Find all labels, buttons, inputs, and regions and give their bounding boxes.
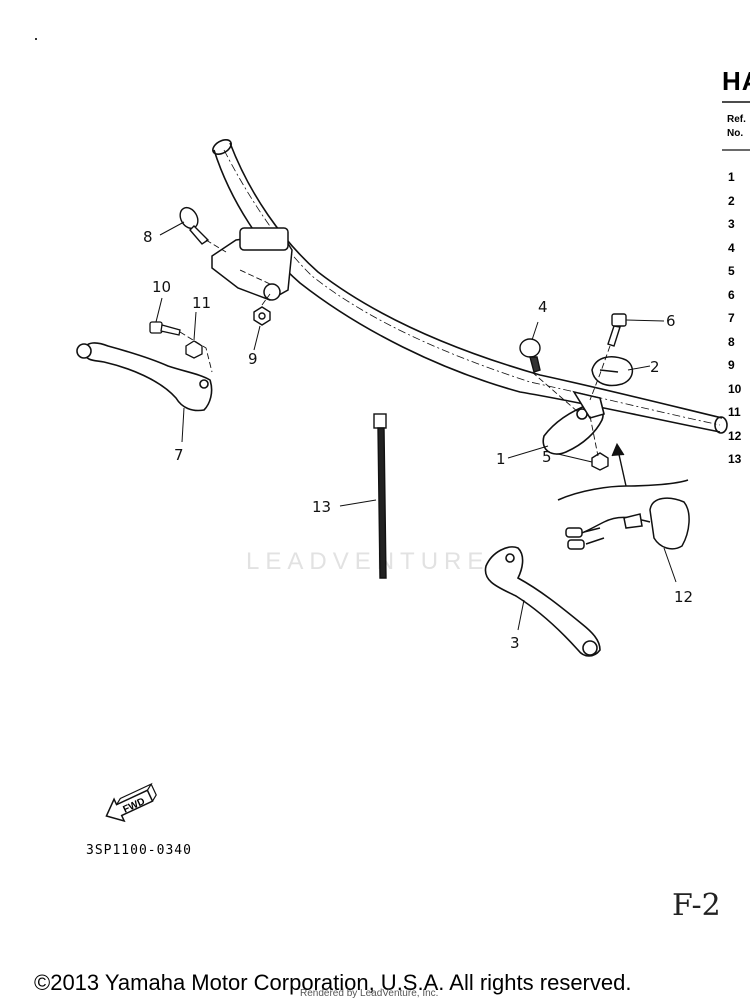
callout-9: 9 [248, 350, 258, 368]
callout-11: 11 [192, 294, 211, 312]
part-6-bolt [607, 313, 627, 347]
part-5-nut [591, 452, 609, 471]
handlebar-centerline [223, 149, 721, 426]
ref-number: 7 [728, 311, 735, 325]
ref-number: 9 [728, 358, 735, 372]
callout-1: 1 [496, 450, 506, 468]
ref-number: 12 [728, 428, 742, 443]
part-13-cable-tie [373, 413, 387, 579]
leader-lines [155, 221, 677, 631]
speck-mark [35, 38, 37, 40]
callout-6: 6 [666, 312, 676, 330]
ref-number: 4 [728, 240, 735, 255]
part-10-bolt [149, 321, 181, 336]
part-4-bolt [519, 338, 541, 373]
part-1-lever-holder [542, 390, 605, 455]
callout-5: 5 [542, 448, 552, 466]
master-cylinder [211, 227, 293, 301]
assembly-arrow [617, 449, 627, 487]
assembly-bracket [557, 479, 689, 501]
part-3-clutch-lever [484, 546, 601, 657]
ref-number: 10 [728, 381, 742, 396]
copyright-text: ©2013 Yamaha Motor Corporation, U.S.A. A… [34, 970, 632, 995]
fwd-arrow: FWD [105, 782, 157, 823]
table-title: HA [722, 66, 750, 96]
part-7-brake-lever [76, 342, 213, 412]
callout-7: 7 [174, 446, 184, 464]
callout-13: 13 [312, 498, 331, 516]
callout-8: 8 [143, 228, 153, 246]
figure-code: 3SP1100-0340 [86, 843, 192, 858]
part-2-clamp [591, 356, 634, 387]
callout-12: 12 [674, 588, 693, 606]
callout-4: 4 [538, 298, 548, 316]
part-9-nut [253, 306, 271, 326]
callout-10: 10 [152, 278, 171, 296]
ref-number: 11 [728, 405, 741, 419]
ref-label: Ref. [727, 114, 746, 125]
no-label: No. [727, 128, 744, 139]
fwd-label: FWD [121, 796, 146, 816]
callout-2: 2 [650, 358, 660, 376]
figure-note: F-2 [672, 888, 721, 923]
ref-number: 8 [728, 334, 735, 349]
assembly-lines [179, 239, 611, 457]
part-12-switch [565, 497, 690, 550]
ref-number: 6 [728, 287, 735, 302]
ref-number: 5 [728, 264, 735, 278]
ref-number-column: 1 2 3 4 5 6 7 8 9 10 11 12 13 [728, 170, 750, 476]
ref-number: 1 [728, 170, 735, 184]
ref-number: 3 [728, 217, 735, 231]
ref-number: 13 [728, 452, 742, 466]
table-rules [722, 101, 750, 151]
ref-number: 2 [728, 193, 735, 208]
watermark-text: LEADVENTURE [246, 548, 490, 575]
overlay-text: Rendered by LeadVenture, Inc. [300, 988, 439, 999]
part-11-nut [185, 340, 203, 359]
part-8-bolt [179, 206, 210, 245]
callout-3: 3 [510, 634, 520, 652]
